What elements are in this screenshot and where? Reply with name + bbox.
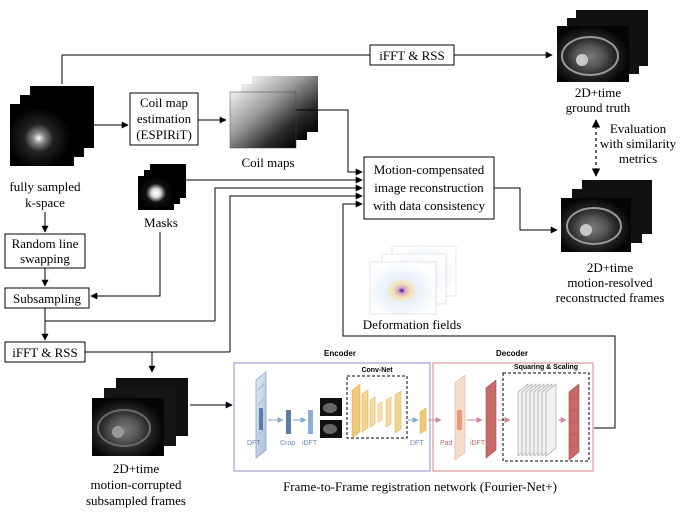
ground-truth-line2: ground truth: [566, 100, 631, 115]
kspace-line1: fully sampled: [9, 179, 81, 194]
evaluation-line3: metrics: [619, 151, 657, 166]
squaring-label: Squaring & Scaling: [514, 364, 578, 371]
coil-box-line3: (ESPIRiT): [136, 127, 192, 142]
dft-out-block: [419, 407, 427, 435]
enc-label-dft2: DFT: [410, 440, 424, 447]
reconstructed-stack: [561, 180, 652, 252]
mc-line1: Motion-compensated: [374, 162, 485, 177]
arrow-maps-to-mc: [296, 109, 363, 176]
enc-label-dft: DFT: [247, 440, 261, 447]
masks-label: Masks: [144, 215, 178, 230]
arrow-masks-to-subsample: [90, 232, 161, 300]
coil-box-line1: Coil map: [140, 95, 188, 110]
kspace-line2: k-space: [25, 195, 65, 210]
dec-label-idft: iDFT: [470, 440, 486, 447]
arrow-kspace-to-ifft: [61, 54, 370, 84]
subsampling-label: Subsampling: [13, 291, 81, 306]
convnet-box: [346, 375, 408, 439]
random-swap-line2: swapping: [20, 251, 70, 266]
squaring-box: [502, 372, 590, 462]
squaring-layers: [517, 383, 557, 457]
ifft-rss-top-label: iFFT & RSS: [379, 48, 445, 63]
kspace-stack: [10, 86, 94, 166]
encoder-panel: Encoder DFT Crop iDFT Conv-Net DFT: [233, 349, 431, 472]
crop-block: [286, 410, 291, 434]
deformation-stack: [369, 245, 457, 315]
arrow-network-to-mc: [342, 200, 616, 429]
corrupted-line1: 2D+time: [113, 461, 160, 476]
recon-line3: reconstructed frames: [556, 290, 665, 305]
ifft-rss-bottom-box: iFFT & RSS: [4, 341, 86, 363]
masks-stack: [138, 164, 186, 210]
evaluation-line2: with similarity: [600, 136, 677, 151]
dec-label-pad: Pad: [440, 440, 453, 447]
ground-truth-line1: 2D+time: [575, 85, 622, 100]
mc-line2: image reconstruction: [374, 180, 484, 195]
ground-truth-stack: [557, 10, 648, 82]
random-swap-box: Random line swapping: [4, 233, 86, 269]
decoder-title: Decoder: [496, 349, 528, 358]
ifft-rss-top-box: iFFT & RSS: [369, 44, 455, 66]
enc-label-idft: iDFT: [302, 440, 318, 447]
network-caption: Frame-to-Frame registration network (Fou…: [283, 479, 557, 494]
mc-line3: with data consistency: [373, 198, 485, 213]
idft-dec-slab: [485, 379, 497, 459]
coil-maps-stack: [229, 76, 318, 149]
recon-line2: motion-resolved: [567, 275, 653, 290]
evaluation-line1: Evaluation: [610, 121, 667, 136]
enc-label-crop: Crop: [280, 440, 295, 447]
corrupted-stack: [92, 378, 188, 456]
convnet-label: Conv-Net: [361, 367, 393, 374]
arrow-ifft-to-mc: [229, 192, 363, 352]
ifft-rss-bottom-label: iFFT & RSS: [12, 345, 78, 360]
arrow-mc-to-recon: [494, 187, 558, 234]
decoder-panel: Decoder Pad iDFT Squaring & Scaling: [428, 349, 594, 472]
random-swap-line1: Random line: [12, 236, 79, 251]
corrupted-line3: subsampled frames: [86, 493, 186, 508]
coil-maps-label: Coil maps: [241, 155, 294, 170]
arrow-ifft-to-corrupted: [85, 351, 156, 373]
subsampling-box: Subsampling: [4, 287, 90, 309]
recon-line1: 2D+time: [587, 260, 634, 275]
idft-block: [308, 410, 313, 434]
arrow-subsample-to-mc: [214, 184, 363, 321]
deformation-label: Deformation fields: [363, 317, 462, 332]
motion-compensated-box: Motion-compensated image reconstruction …: [363, 156, 495, 220]
coil-estimation-box: Coil map estimation (ESPIRiT): [129, 92, 199, 146]
crop-center: [259, 408, 263, 430]
coil-box-line2: estimation: [137, 111, 192, 126]
corrupted-line2: motion-corrupted: [91, 477, 182, 492]
encoder-title: Encoder: [324, 349, 356, 358]
